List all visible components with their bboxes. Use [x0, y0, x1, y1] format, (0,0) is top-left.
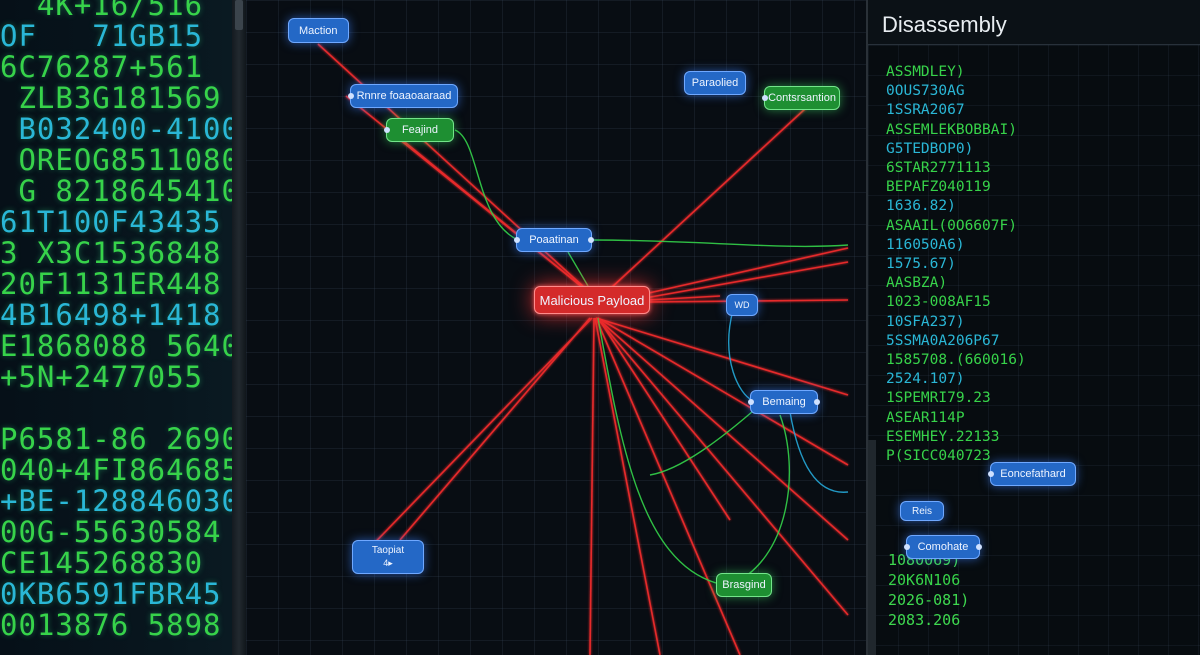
hex-line: 00G-55630584: [0, 515, 222, 549]
node-label: Taopiat: [371, 545, 405, 556]
asm-bottom-line: 2083.206: [888, 611, 961, 629]
node-bemaing[interactable]: Bemaing: [748, 390, 820, 414]
node-maction[interactable]: Maction: [288, 18, 349, 43]
node-port: [514, 237, 520, 243]
asm-line[interactable]: 2524.107): [886, 371, 965, 388]
node-label: Contsrsantion: [768, 92, 836, 104]
hex-line: OREOG8511080: [0, 143, 232, 177]
hex-line: B032400-4100: [0, 112, 232, 146]
asm-line[interactable]: 5SSMA0A206P67: [886, 332, 1000, 349]
node-port: [762, 95, 768, 101]
hex-line: 4B16498+1418: [0, 298, 222, 332]
hex-line: CE145268830: [0, 546, 204, 580]
node-label: Maction: [299, 24, 338, 37]
node-port: [348, 93, 354, 99]
node-label: Reis: [911, 505, 932, 517]
hex-line: +BE-128846030: [0, 484, 232, 518]
hex-line: 0013876 5898: [0, 608, 222, 642]
hex-line: P6581-86 2690: [0, 422, 232, 456]
asm-line[interactable]: 10SFA237): [886, 313, 965, 330]
asm-bottom-line: 2026-081): [888, 591, 970, 609]
node-brasgind[interactable]: Brasgind: [716, 573, 772, 597]
node-comohate[interactable]: Comohate: [904, 535, 982, 559]
asm-line[interactable]: 1636.82): [886, 198, 956, 215]
node-label: Malicious Payload: [539, 292, 645, 308]
node-port: [814, 399, 820, 405]
node-port: [384, 127, 390, 133]
asm-line[interactable]: P(SICC040723: [886, 448, 991, 464]
asm-line[interactable]: 1SPEMRI79.23: [886, 390, 991, 407]
asm-line[interactable]: BEPAFZ040119: [886, 179, 991, 196]
asm-bottom-line: 20K6N106: [888, 571, 961, 589]
node-taopiat[interactable]: Taopiat 4▸: [352, 540, 424, 574]
panel-title: Disassembly: [882, 12, 1007, 37]
node-label: WD: [734, 300, 750, 310]
node-paraolied[interactable]: Paraolied: [684, 71, 746, 95]
hex-line: +5N+2477055: [0, 360, 204, 394]
node-label: Eoncefathard: [1000, 468, 1066, 480]
hex-line: 0KB6591FBR45: [0, 577, 222, 611]
node-label: Comohate: [917, 541, 969, 553]
hex-line: 20F1131ER448: [0, 267, 222, 301]
hex-line: G 8218645410: [0, 174, 232, 208]
node-label: Brasgind: [722, 579, 766, 591]
hex-line: 4K+16/516: [0, 0, 204, 22]
asm-line[interactable]: 1023-008AF15: [886, 294, 991, 311]
node-malicious-payload[interactable]: Malicious Payload: [534, 286, 650, 314]
node-port: [748, 399, 754, 405]
node-port: [976, 544, 982, 550]
node-port: [904, 544, 910, 550]
asm-line[interactable]: ASSMDLEY): [886, 64, 965, 80]
splitter-left[interactable]: [232, 0, 246, 655]
hex-line: 61T100F43435: [0, 205, 222, 239]
panel-divider: [868, 440, 876, 655]
node-port: [588, 237, 594, 243]
node-label: Bemaing: [762, 396, 806, 408]
node-label: Feajind: [401, 124, 439, 136]
asm-line[interactable]: 116050A6): [886, 236, 965, 253]
asm-line[interactable]: ASEAR114P: [886, 409, 965, 426]
asm-line[interactable]: 1575.67): [886, 256, 956, 272]
arrow-icon: 4▸: [383, 558, 393, 568]
node-eoncefathard[interactable]: Eoncefathard: [988, 462, 1076, 486]
asm-line[interactable]: ASAAIL(0O6607F): [886, 217, 1017, 234]
node-contsrsantion[interactable]: Contsrsantion: [762, 86, 840, 110]
node-label: Poaatinan: [529, 234, 579, 246]
node-poaatinan[interactable]: Poaatinan: [514, 228, 594, 252]
asm-line[interactable]: 1585708.(660016): [886, 352, 1026, 368]
hex-line: 6C76287+561: [0, 50, 204, 84]
hex-line: 040+4FI864685: [0, 453, 232, 487]
node-label: Paraolied: [691, 77, 739, 89]
node-rnnre[interactable]: Rnnre foaaoaaraad: [348, 84, 458, 108]
hex-line: ZLB3G181569: [0, 81, 222, 115]
node-port: [988, 471, 994, 477]
node-wd[interactable]: WD: [726, 294, 758, 316]
panel-header: Disassembly: [868, 0, 1200, 45]
node-label: Rnnre foaaoaaraad: [356, 90, 452, 102]
asm-line[interactable]: G5TEDBOP0): [886, 140, 974, 157]
asm-line[interactable]: 0OUS730AG: [886, 83, 965, 100]
hex-line: 3 X3C1536848: [0, 236, 222, 270]
node-reis[interactable]: Reis: [900, 501, 944, 521]
asm-line[interactable]: ESEMHEY.22133: [886, 428, 1000, 445]
asm-line[interactable]: AASBZA): [886, 275, 948, 292]
scrollbar-thumb[interactable]: [235, 0, 243, 30]
asm-line[interactable]: 1SSRA2067: [886, 102, 965, 119]
hex-line: E1868088 5640: [0, 329, 232, 363]
hex-line: OF 71GB15: [0, 19, 204, 53]
asm-line[interactable]: 6STAR2771113: [886, 160, 991, 176]
asm-line[interactable]: ASSEMLEKBOBBAI): [886, 121, 1017, 138]
node-feajind[interactable]: Feajind: [384, 118, 454, 142]
